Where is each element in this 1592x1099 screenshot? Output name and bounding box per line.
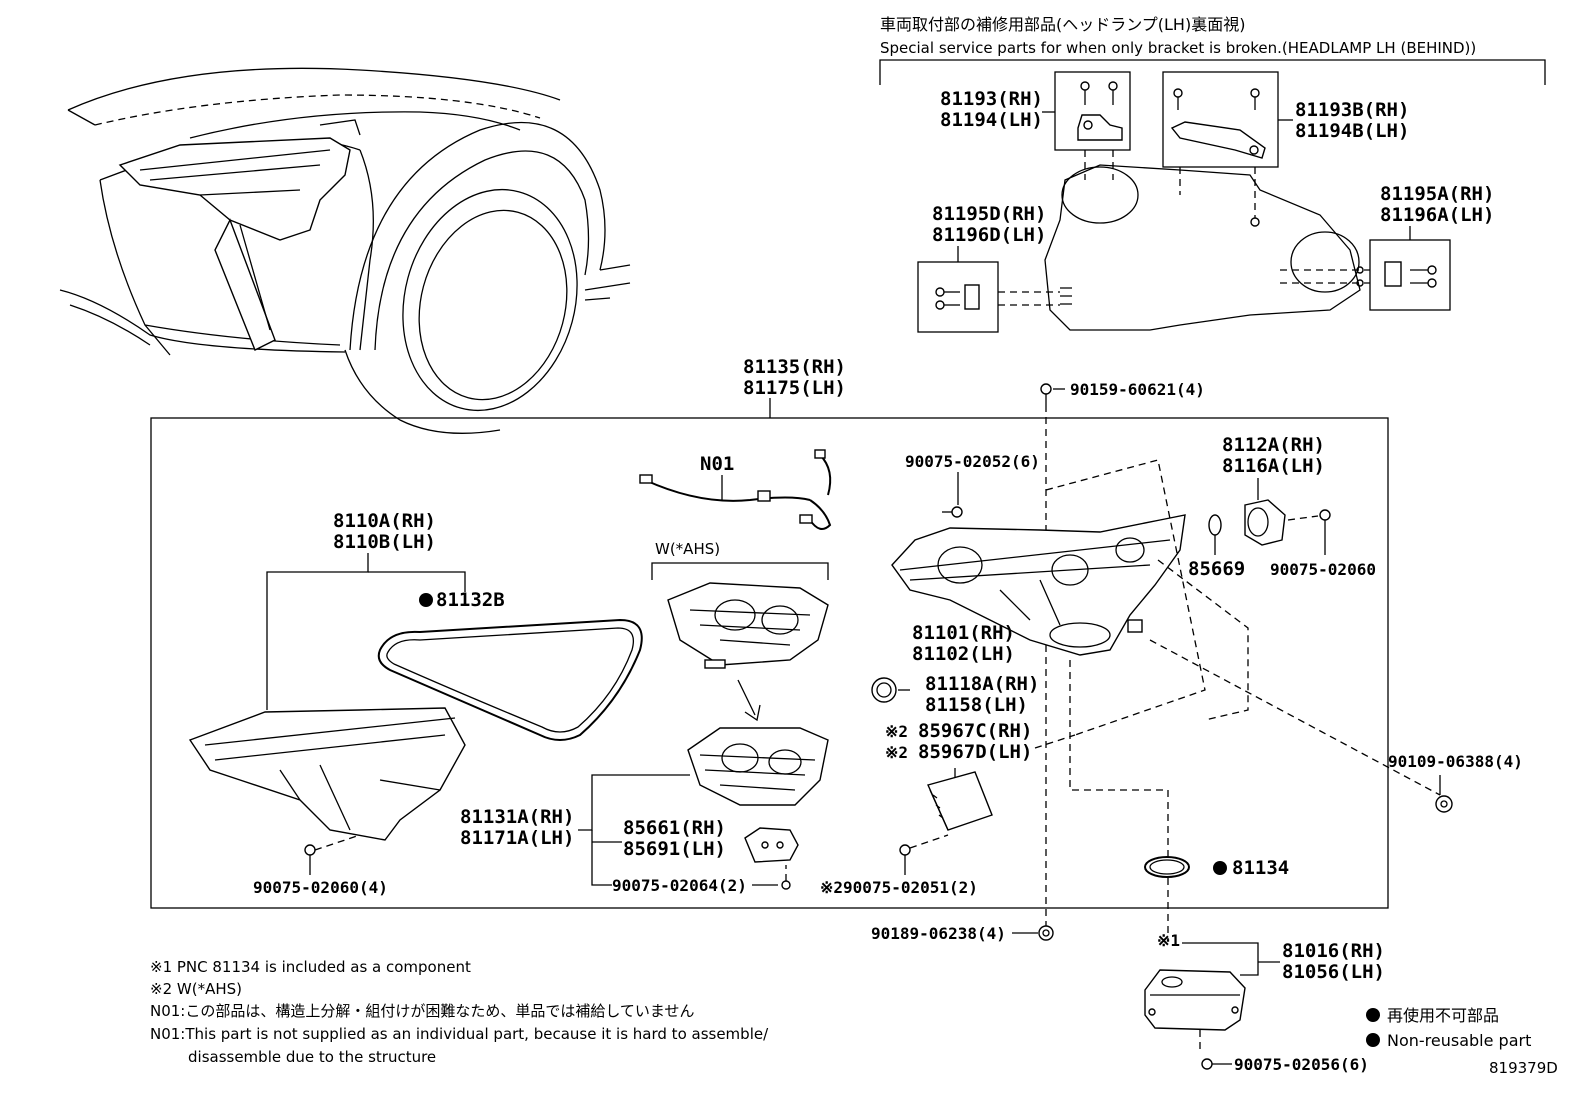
label-90075-02060a: 90075-02060: [1270, 560, 1376, 579]
legend-dot-en: [1366, 1033, 1380, 1047]
label-8116a: 8116A(LH): [1222, 455, 1325, 477]
non-reusable-dot-81134: [1213, 861, 1227, 875]
wire-harness-n01: [639, 449, 832, 530]
o-ring-85669: [1208, 514, 1222, 555]
module-85661: [744, 827, 799, 863]
label-90075-02051: ※290075-02051(2): [820, 878, 978, 897]
label-81158: 81158(LH): [925, 694, 1028, 716]
nut-90189: [1038, 925, 1054, 941]
label-81132b: 81132B: [436, 589, 505, 611]
label-81196d: 81196D(LH): [932, 224, 1046, 246]
screw-90075-02060a: [1287, 509, 1331, 555]
label-85967d: 85967D(LH): [918, 741, 1032, 763]
mark-2b: ※2: [885, 743, 908, 762]
screw-90075-02052: [942, 506, 963, 518]
header-title-jp: 車両取付部の補修用部品(ヘッドランプ(LH)裏面視): [880, 15, 1245, 34]
label-90159: 90159-60621(4): [1070, 380, 1205, 399]
label-81195a: 81195A(RH): [1380, 183, 1494, 205]
leader-81131a: [578, 774, 690, 831]
label-90075-02064: 90075-02064(2): [612, 876, 747, 895]
vehicle-front-illustration: [59, 67, 631, 434]
socket-8112a: [1244, 499, 1286, 546]
leader-8110a: [266, 553, 369, 710]
label-81102: 81102(LH): [912, 643, 1015, 665]
label-n01: N01: [700, 453, 734, 475]
label-90075-02052: 90075-02052(6): [905, 452, 1040, 471]
label-81175: 81175(LH): [743, 377, 846, 399]
label-81195d: 81195D(RH): [932, 203, 1046, 225]
screw-90075-02056: [1201, 1058, 1232, 1070]
legend-jp: 再使用不可部品: [1387, 1006, 1499, 1025]
non-reusable-dot-81132b: [419, 593, 433, 607]
lens-8110a: [188, 707, 466, 841]
label-81193: 81193(RH): [940, 88, 1043, 110]
label-81016: 81016(RH): [1282, 940, 1385, 962]
footnote-5: disassemble due to the structure: [188, 1048, 436, 1066]
bracket-box-81195a: [1369, 239, 1451, 311]
label-90189: 90189-06238(4): [871, 924, 1006, 943]
arrow-head: [744, 704, 761, 722]
screw-90075-02064: [752, 865, 791, 890]
label-81135: 81135(RH): [743, 356, 846, 378]
legend-dot-jp: [1366, 1008, 1380, 1022]
bracket-box-81193: [1054, 71, 1131, 151]
dashed-outline-housing: [1045, 459, 1206, 736]
label-81131a: 81131A(RH): [460, 806, 574, 828]
label-81171a: 81171A(LH): [460, 827, 574, 849]
screw-90159: [1040, 383, 1065, 930]
label-90075-02060b: 90075-02060(4): [253, 878, 388, 897]
arrow-shaft: [737, 679, 756, 716]
label-90109: 90109-06388(4): [1388, 752, 1523, 771]
label-8110a: 8110A(RH): [333, 510, 436, 532]
header-bracket: [879, 59, 1546, 85]
legend-en: Non-reusable part: [1387, 1031, 1531, 1050]
label-90075-02056: 90075-02056(6): [1234, 1055, 1369, 1074]
label-wahs: W(*AHS): [655, 540, 720, 558]
screw-90075-02060b: [304, 834, 361, 875]
label-85967c: 85967C(RH): [918, 720, 1032, 742]
footnote-1: ※1 PNC 81134 is included as a component: [150, 958, 471, 976]
bracket-parts-drawings: [935, 81, 1437, 310]
label-8110b: 8110B(LH): [333, 531, 436, 553]
label-81194b: 81194B(LH): [1295, 120, 1409, 142]
mark-2a: ※2: [885, 722, 908, 741]
header-title-en: Special service parts for when only brac…: [880, 39, 1476, 57]
footnote-3: N01:この部品は、構造上分解・組付けが困難なため、単品では補給していません: [150, 1002, 694, 1020]
label-81194: 81194(LH): [940, 109, 1043, 131]
ballast-81016: [1144, 969, 1246, 1031]
gasket-81132b: [377, 618, 643, 741]
diagram-id: 819379D: [1489, 1059, 1558, 1077]
leader-8110a-b: [368, 571, 466, 592]
label-81196a: 81196A(LH): [1380, 204, 1494, 226]
mark-1: ※1: [1157, 931, 1180, 950]
nut-90109: [1435, 795, 1453, 813]
module-85967c: [927, 768, 993, 831]
label-81056: 81056(LH): [1282, 961, 1385, 983]
label-85669: 85669: [1188, 558, 1245, 580]
wahs-bracket: [651, 562, 829, 580]
headlamp-back-view: [998, 150, 1370, 331]
projector-unit-81131a: [687, 727, 829, 806]
leader-81131a-b: [591, 830, 612, 886]
socket-81118a: [871, 677, 910, 703]
o-ring-81134: [1144, 856, 1190, 878]
screw-90075-02051: [899, 834, 949, 875]
footnote-4: N01:This part is not supplied as an indi…: [150, 1025, 769, 1043]
housing-81101: [891, 514, 1186, 656]
projector-unit-upper: [667, 582, 829, 669]
label-81134: 81134: [1232, 857, 1289, 879]
label-81101: 81101(RH): [912, 622, 1015, 644]
label-85691: 85691(LH): [623, 838, 726, 860]
label-81193b: 81193B(RH): [1295, 99, 1409, 121]
label-85661: 85661(RH): [623, 817, 726, 839]
footnote-2: ※2 W(*AHS): [150, 980, 242, 998]
bracket-box-81195d: [917, 261, 999, 333]
label-81118a: 81118A(RH): [925, 673, 1039, 695]
label-8112a: 8112A(RH): [1222, 434, 1325, 456]
